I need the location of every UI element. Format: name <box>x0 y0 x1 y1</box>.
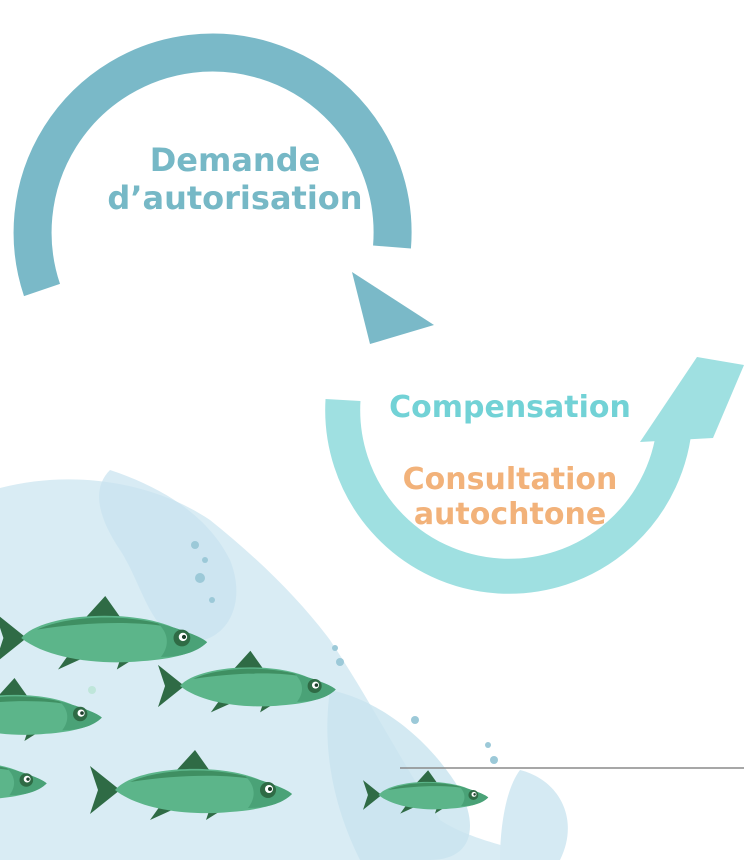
authorization-request-label: Demande d’autorisation <box>107 141 363 217</box>
indigenous-consultation-label: Consultation autochtone <box>402 462 618 533</box>
compensation-label: Compensation <box>389 390 631 425</box>
curved-arrow-icon <box>325 357 744 594</box>
curved-arrow-icon <box>13 33 434 344</box>
